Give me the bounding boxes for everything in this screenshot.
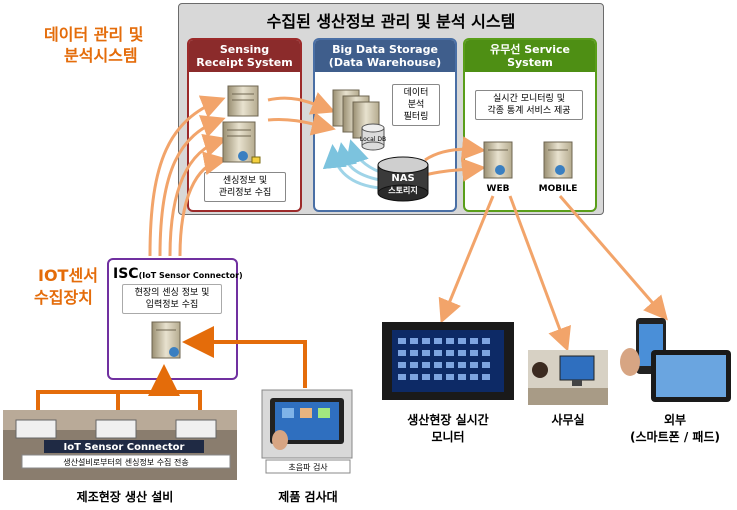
external-caption: 외부 (스마트폰 / 패드) bbox=[616, 411, 734, 445]
monitor-caption-1: 생산현장 실시간 bbox=[407, 413, 489, 427]
isc-title-main: ISC bbox=[113, 266, 139, 282]
isc-desc-2: 입력정보 수집 bbox=[145, 300, 199, 310]
tablet-photo bbox=[261, 389, 353, 459]
web-server-icon bbox=[483, 141, 513, 179]
monitor-caption-2: 모니터 bbox=[431, 430, 465, 444]
nas-label-1: NAS bbox=[391, 173, 414, 184]
side-label-top-2: 분석시스템 bbox=[64, 46, 138, 65]
filter-3: 필터링 bbox=[403, 112, 429, 122]
isc-desc-1: 현장의 센싱 정보 및 bbox=[134, 288, 210, 298]
filter-2: 분석 bbox=[407, 100, 425, 110]
sensing-server-icon-2 bbox=[222, 121, 261, 164]
bigdata-header: Big Data Storage (Data Warehouse) bbox=[315, 40, 455, 72]
side-label-top-1: 데이터 관리 및 bbox=[44, 25, 144, 44]
sensing-desc-2: 관리정보 수집 bbox=[218, 188, 272, 198]
filter-1: 데이터 bbox=[403, 88, 429, 98]
isc-box bbox=[107, 258, 238, 380]
tablet-desc-box bbox=[265, 459, 351, 474]
isc-server-icon bbox=[151, 321, 181, 359]
monitor-photo bbox=[382, 322, 514, 400]
tablet-caption: 제품 검사대 bbox=[278, 490, 338, 504]
sensing-title-1: Sensing bbox=[219, 43, 270, 56]
connector-desc-box bbox=[21, 454, 231, 469]
bigdata-title-2: (Data Warehouse) bbox=[328, 56, 442, 69]
blue-storage-arrows bbox=[322, 139, 381, 190]
service-title-1: 유무선 Service bbox=[490, 43, 570, 56]
service-box: 유무선 Service System bbox=[463, 38, 597, 212]
isc-title: ISC(IoT Sensor Connector) bbox=[113, 263, 243, 282]
main-panel-title: 수집된 생산정보 관리 및 분석 시스템 bbox=[266, 12, 516, 31]
sensing-to-storage-arrows bbox=[267, 92, 336, 136]
isc-desc: 현장의 센싱 정보 및 입력정보 수집 bbox=[122, 284, 222, 314]
local-db-icon: Local DB bbox=[360, 123, 386, 151]
connector-title: IoT Sensor Connector bbox=[64, 442, 185, 453]
nas-label-2: 스토리지 bbox=[388, 185, 417, 195]
web-label: WEB bbox=[487, 184, 510, 194]
side-label-iot-1: IOT센서 bbox=[38, 266, 98, 285]
service-desc: 실시간 모니터링 및 각종 통계 서비스 제공 bbox=[475, 90, 583, 120]
mobile-label: MOBILE bbox=[539, 184, 578, 194]
bigdata-title-1: Big Data Storage bbox=[332, 43, 438, 56]
isc-title-sub: (IoT Sensor Connector) bbox=[138, 271, 243, 280]
local-db-label: Local DB bbox=[360, 136, 386, 143]
office-photo bbox=[528, 350, 608, 405]
sensing-header: Sensing Receipt System bbox=[189, 40, 300, 72]
monitor-caption: 생산현장 실시간 모니터 bbox=[382, 411, 514, 445]
isc-to-sensing-arrows bbox=[148, 95, 228, 257]
external-caption-2: (스마트폰 / 패드) bbox=[630, 430, 720, 444]
connector-desc: 생산설비로부터의 센싱정보 수집 전송 bbox=[63, 457, 188, 467]
service-desc-1: 실시간 모니터링 및 bbox=[493, 94, 565, 104]
service-title-2: System bbox=[507, 56, 553, 69]
sensing-desc-1: 센싱정보 및 bbox=[222, 176, 268, 186]
sensing-title-2: Receipt System bbox=[196, 56, 293, 69]
mobile-server-icon bbox=[543, 141, 573, 179]
service-header: 유무선 Service System bbox=[465, 40, 595, 72]
service-desc-2: 각종 통계 서비스 제공 bbox=[487, 106, 571, 116]
output-arrows bbox=[438, 195, 668, 352]
storage-to-web-arrows bbox=[424, 136, 486, 182]
sensing-desc: 센싱정보 및 관리정보 수집 bbox=[204, 172, 286, 202]
sensing-server-icon-1 bbox=[227, 85, 259, 117]
factory-caption: 제조현장 생산 설비 bbox=[76, 490, 174, 504]
external-devices-photo bbox=[620, 318, 731, 402]
external-caption-1: 외부 bbox=[663, 413, 687, 427]
side-label-iot-2: 수집장치 bbox=[34, 288, 93, 307]
tablet-desc: 초음파 검사 bbox=[288, 462, 328, 472]
office-caption: 사무실 bbox=[551, 413, 585, 427]
nas-storage-icon: NAS 스토리지 bbox=[377, 156, 429, 202]
bigdata-filter-label: 데이터 분석 필터링 bbox=[392, 84, 440, 126]
